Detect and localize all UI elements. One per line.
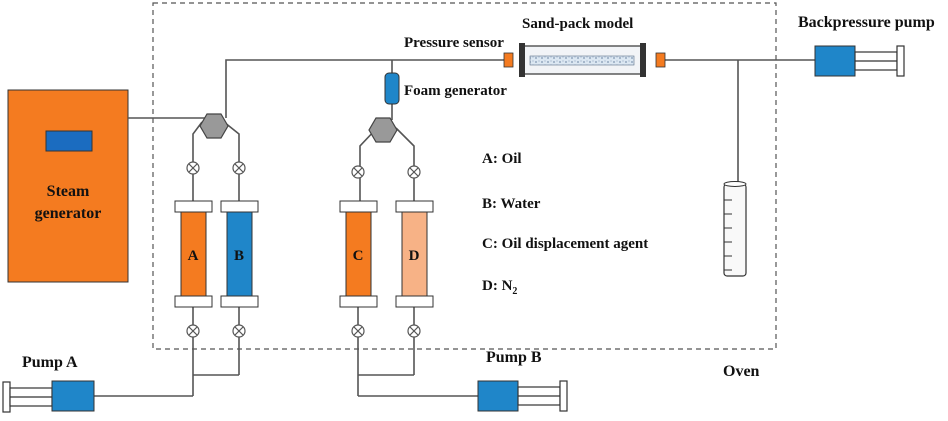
- backpressure-pump: [814, 45, 905, 77]
- valve-c-top: [351, 165, 365, 179]
- valve-d-bottom: [407, 324, 421, 338]
- cylinder-d: D: [395, 200, 434, 308]
- valve-b-top: [232, 161, 246, 175]
- legend-b: B: Water: [482, 196, 541, 212]
- cylinder-a-label: A: [188, 248, 199, 264]
- steam-generator: Steam generator: [7, 89, 129, 283]
- legend-a: A: Oil: [482, 151, 522, 167]
- valve-a-bottom: [186, 324, 200, 338]
- pump-b-label: Pump B: [486, 349, 542, 366]
- steam-generator-label-line2: generator: [35, 205, 102, 222]
- valve-b-bottom: [232, 324, 246, 338]
- cylinder-a: A: [174, 200, 213, 308]
- oven-label: Oven: [723, 363, 760, 380]
- pump-a: [2, 380, 95, 413]
- legend-d-text: D: N: [482, 278, 513, 294]
- mixing-valve-left: [199, 113, 229, 139]
- foam-generator-label: Foam generator: [404, 83, 507, 99]
- steam-generator-display: [45, 130, 93, 152]
- mixing-valve-right: [368, 117, 398, 143]
- valve-d-top: [407, 165, 421, 179]
- pressure-sensor-label: Pressure sensor: [404, 35, 504, 51]
- sandpack-model: [519, 43, 646, 77]
- legend-d-subscript: 2: [512, 286, 518, 297]
- cylinder-c: C: [339, 200, 378, 308]
- cylinder-b-label: B: [234, 248, 244, 264]
- pump-b: [477, 380, 568, 412]
- valve-c-bottom: [351, 324, 365, 338]
- sandpack-model-label: Sand-pack model: [522, 16, 633, 32]
- steam-generator-label-line1: Steam: [47, 183, 90, 200]
- pressure-sensor: [503, 52, 514, 68]
- legend-d: D: N2: [482, 278, 517, 297]
- valves: [186, 161, 421, 338]
- outlet-fitting: [655, 52, 666, 68]
- foam-generator: [384, 72, 400, 105]
- cylinder-c-label: C: [353, 248, 364, 264]
- legend-c: C: Oil displacement agent: [482, 236, 649, 252]
- pump-a-label: Pump A: [22, 354, 78, 371]
- graduated-cylinder: [723, 181, 747, 277]
- cylinder-d-label: D: [409, 248, 420, 264]
- valve-a-top: [186, 161, 200, 175]
- backpressure-pump-label: Backpressure pump: [798, 14, 935, 31]
- oven-box: [152, 2, 777, 350]
- cylinder-b: B: [220, 200, 259, 308]
